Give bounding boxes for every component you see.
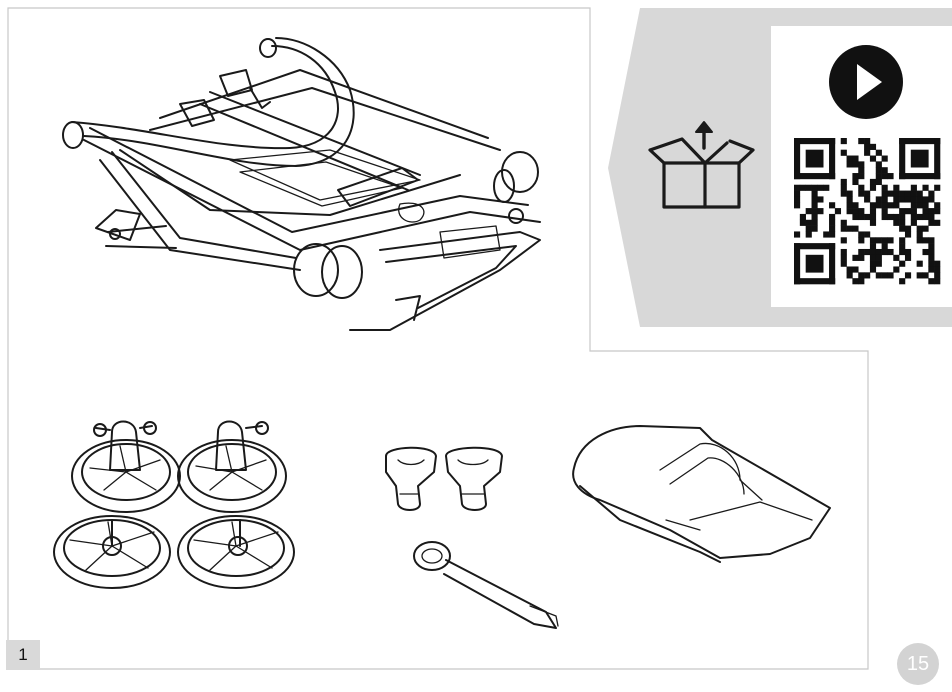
unbox-arrow-up-icon bbox=[648, 121, 755, 209]
folded-stroller-frame bbox=[62, 37, 541, 331]
page-number-badge: 15 bbox=[897, 643, 939, 685]
seat-cushion bbox=[572, 425, 831, 563]
strap-tool bbox=[413, 541, 559, 629]
adapter-clips bbox=[385, 446, 503, 511]
qr-code[interactable] bbox=[794, 138, 941, 285]
play-video-icon[interactable] bbox=[829, 45, 903, 119]
step-label: 1 bbox=[6, 640, 40, 670]
wheels-set bbox=[53, 420, 295, 589]
